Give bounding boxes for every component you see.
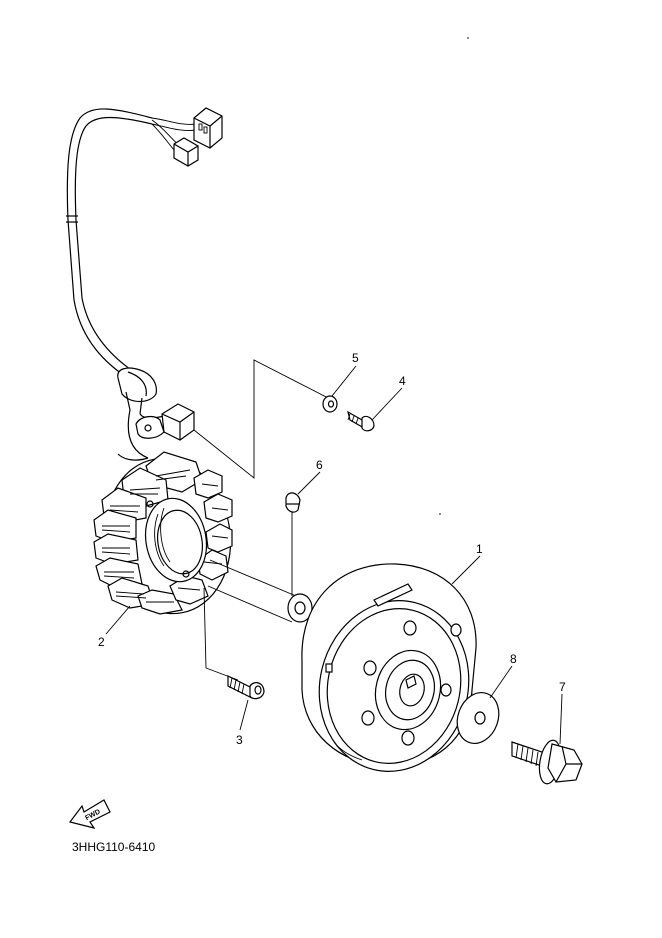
washer-5 (322, 395, 338, 413)
leader-harness-to-bolt (193, 359, 337, 479)
callout-leaders (105, 365, 563, 745)
wire-grommet (117, 367, 157, 415)
connector-lower (173, 137, 199, 167)
bolt-3 (227, 675, 265, 700)
part-code: 3HHG110-6410 (72, 840, 155, 854)
callout-2: 2 (98, 635, 105, 649)
callout-8: 8 (510, 652, 517, 666)
callout-6: 6 (316, 458, 323, 472)
bolt-7 (511, 739, 583, 785)
forward-direction-arrow: FWD (68, 799, 111, 829)
washer-8 (456, 692, 500, 744)
callout-4: 4 (399, 374, 406, 388)
flywheel-rotor-1 (301, 563, 477, 772)
callout-7: 7 (559, 680, 566, 694)
crankshaft-phantom (207, 559, 313, 623)
connector-upper (193, 107, 223, 149)
wire-harness (66, 108, 197, 379)
leader-stator-to-bolt3 (203, 587, 207, 669)
woodruff-key-6 (285, 492, 301, 513)
pickup-coil (117, 403, 195, 461)
stator-assembly (93, 451, 233, 615)
callout-1: 1 (476, 542, 483, 556)
bolt-4 (347, 410, 375, 432)
callout-5: 5 (352, 351, 359, 365)
callout-3: 3 (236, 733, 243, 747)
